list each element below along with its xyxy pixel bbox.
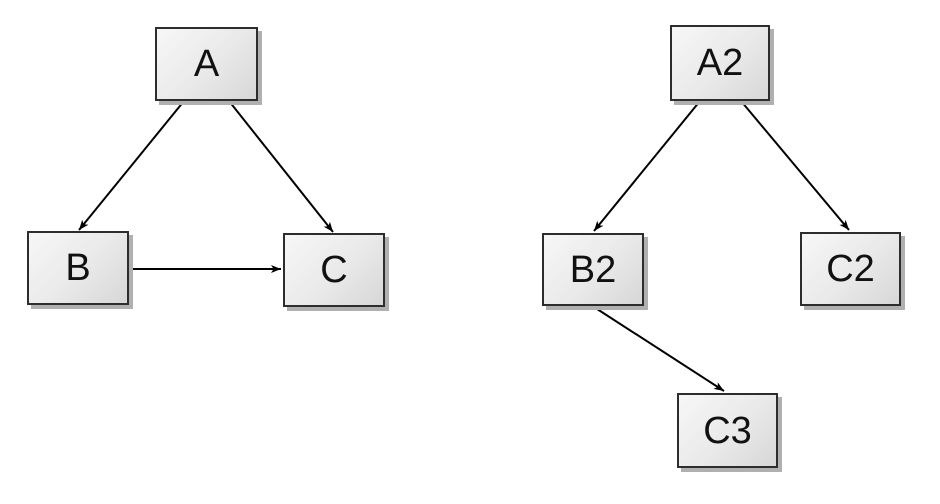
edge-B2-C3	[593, 306, 725, 392]
node-label: C2	[826, 248, 875, 290]
node-label: B2	[569, 248, 617, 291]
node-label: C	[320, 249, 348, 291]
edge-A-C	[228, 100, 334, 233]
edge-A2-C2	[740, 100, 850, 231]
edge-A2-B2	[593, 100, 701, 232]
node-B[interactable]: B	[27, 231, 129, 305]
edge-A-B	[78, 100, 185, 231]
node-label: C3	[703, 409, 752, 452]
node-A2[interactable]: A2	[670, 25, 770, 101]
node-C3[interactable]: C3	[677, 393, 778, 468]
node-label: A	[193, 43, 220, 85]
node-label: B	[65, 247, 91, 289]
node-B2[interactable]: B2	[542, 233, 644, 306]
node-label: A2	[696, 42, 744, 84]
node-A[interactable]: A	[155, 27, 258, 101]
node-C2[interactable]: C2	[800, 232, 901, 306]
node-C[interactable]: C	[283, 233, 385, 307]
